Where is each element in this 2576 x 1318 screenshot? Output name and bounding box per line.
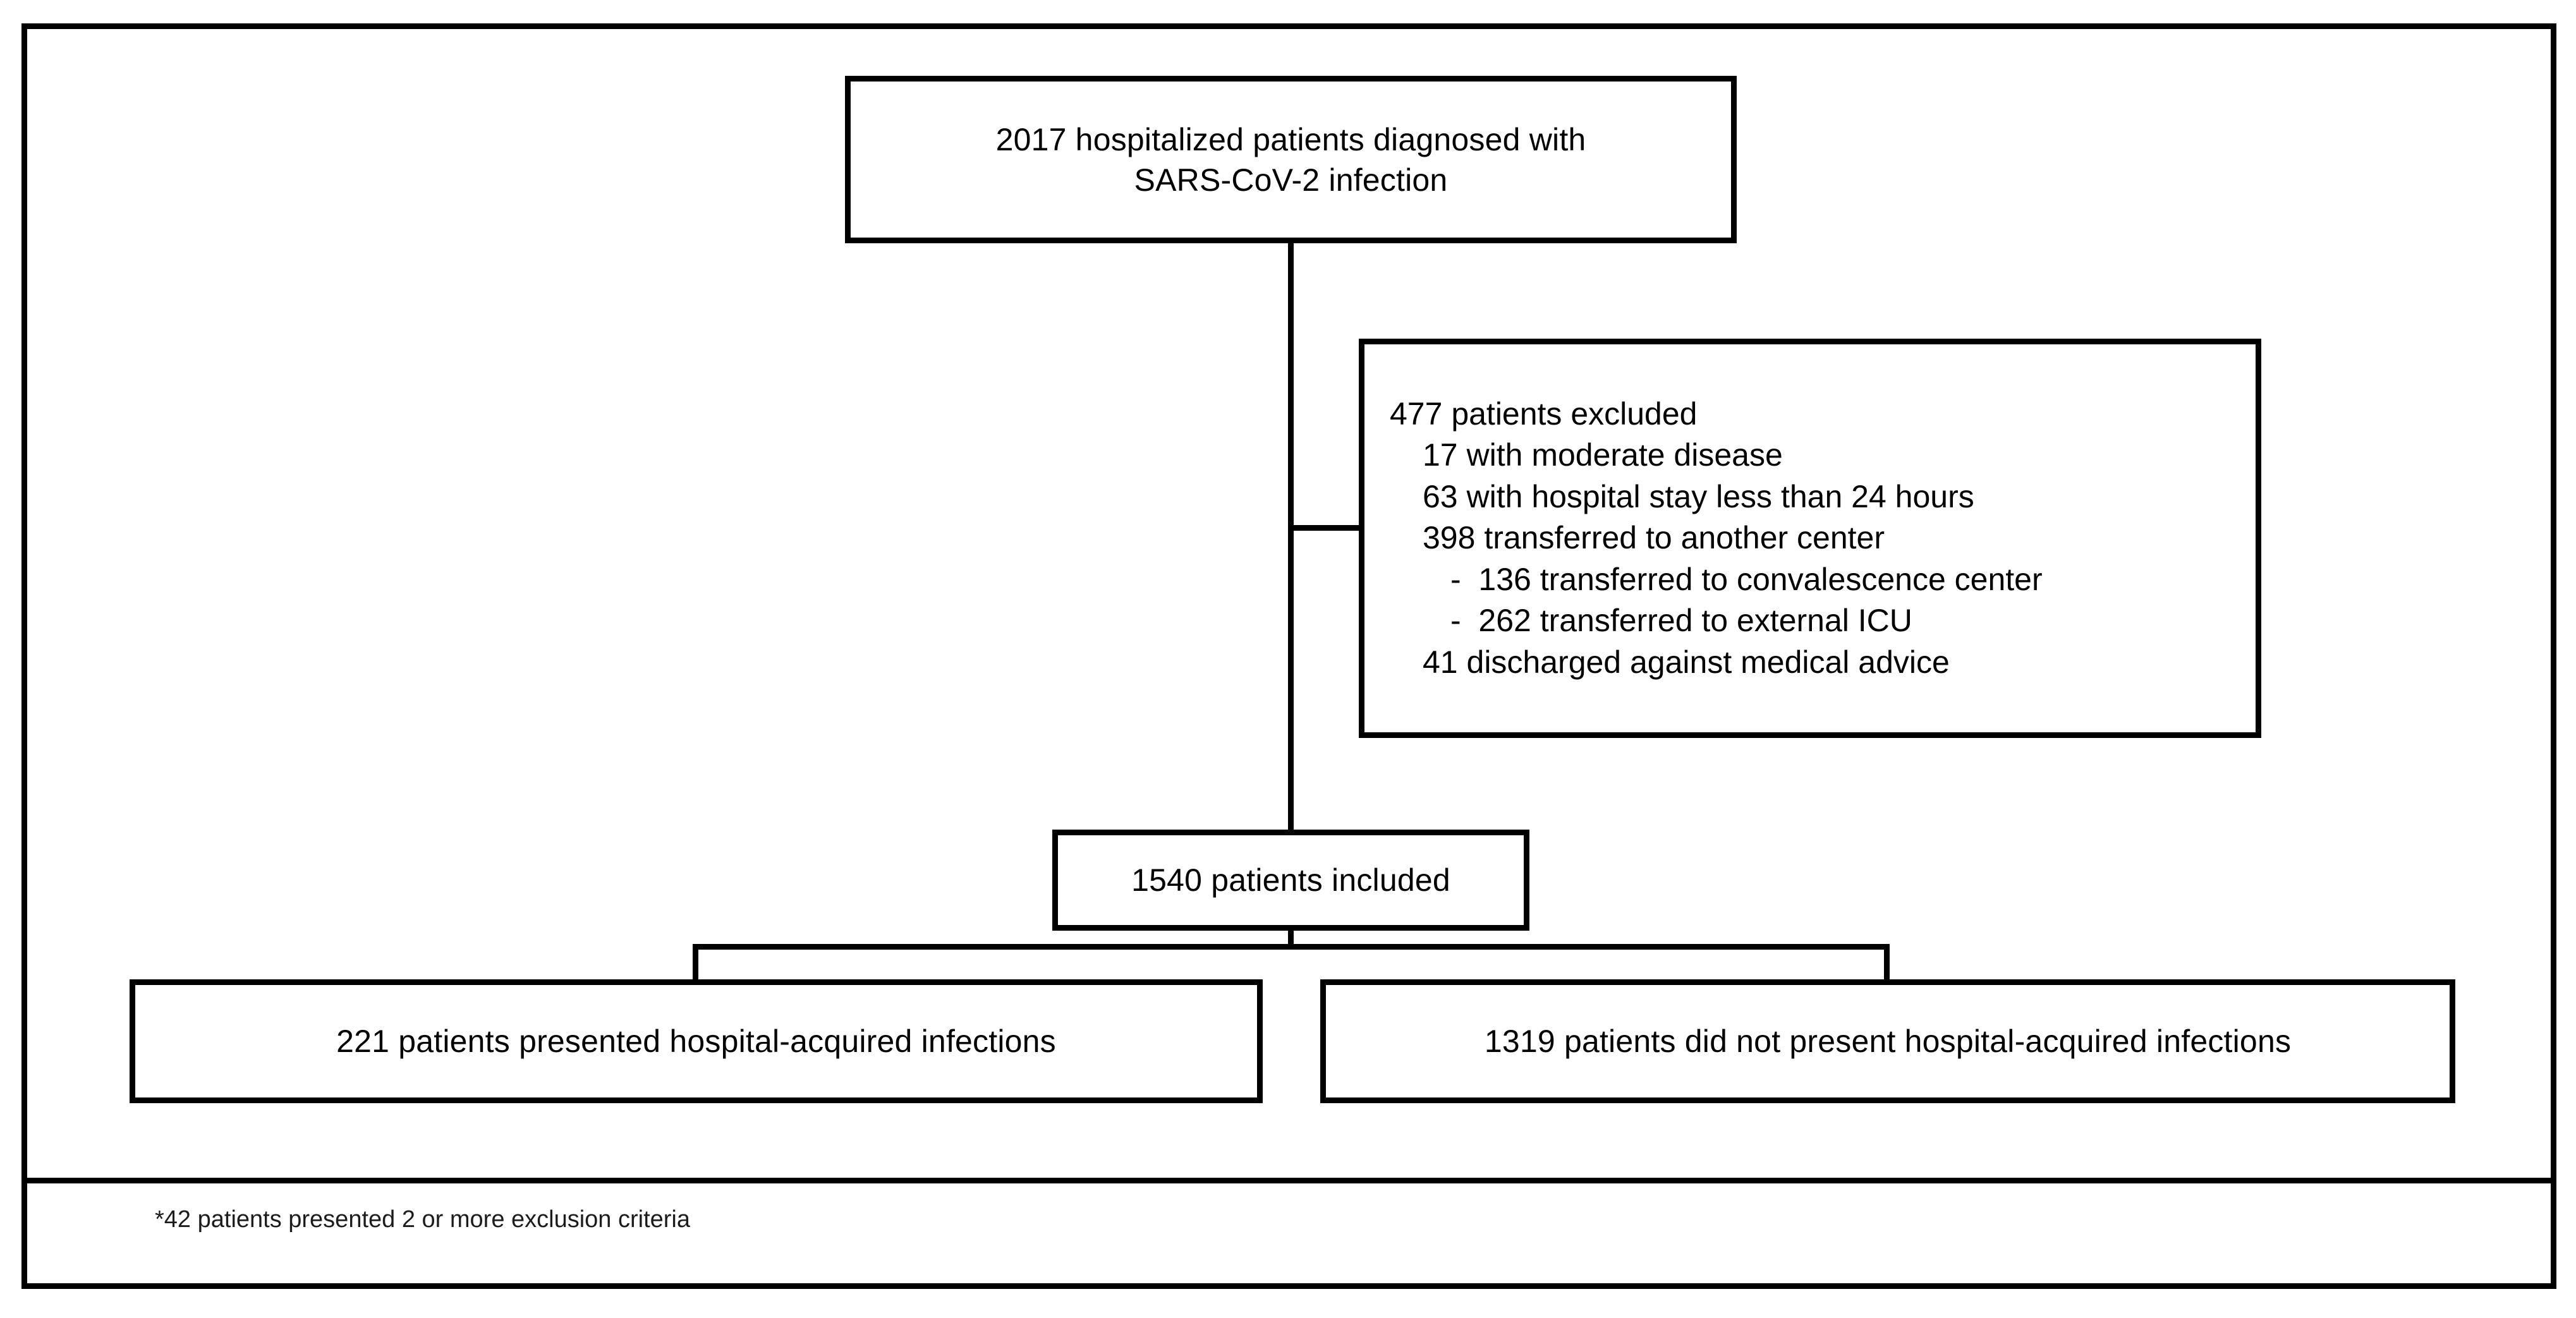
- excluded-item-transferred: 398 transferred to another center: [1423, 520, 1885, 556]
- excluded-heading: 477 patients excluded: [1390, 396, 1698, 432]
- excluded-reason-list: 477 patients excluded 17 with moderate d…: [1390, 394, 2243, 684]
- excluded-item-short-stay: 63 with hospital stay less than 24 hours: [1423, 478, 1974, 514]
- connector-split-right-drop: [1884, 944, 1890, 982]
- connector-trunk-to-excluded: [1293, 525, 1361, 531]
- excluded-item-discharged-against-advice: 41 discharged against medical advice: [1423, 644, 1950, 680]
- connector-included-to-split: [1288, 931, 1294, 950]
- connector-enrolled-to-included: [1288, 243, 1294, 831]
- excluded-item-transferred-external-icu: - 262 transferred to external ICU: [1450, 603, 1912, 639]
- node-hai-label: 221 patients presented hospital-acquired…: [336, 1024, 1056, 1059]
- node-included-label: 1540 patients included: [1131, 862, 1450, 898]
- figure-footnote: *42 patients presented 2 or more exclusi…: [155, 1206, 691, 1233]
- node-hospital-acquired-infections: 221 patients presented hospital-acquired…: [130, 979, 1263, 1103]
- node-no-hai-label: 1319 patients did not present hospital-a…: [1484, 1024, 2292, 1059]
- excluded-item-moderate-disease: 17 with moderate disease: [1423, 437, 1783, 473]
- excluded-item-transferred-convalescence: - 136 transferred to convalescence cente…: [1450, 561, 2043, 597]
- footnote-divider: [27, 1178, 2551, 1183]
- node-no-hospital-acquired-infections: 1319 patients did not present hospital-a…: [1320, 979, 2455, 1103]
- connector-split-bar: [693, 944, 1890, 950]
- node-included-patients: 1540 patients included: [1052, 830, 1529, 931]
- node-excluded-patients: 477 patients excluded 17 with moderate d…: [1359, 339, 2261, 738]
- connector-split-left-drop: [693, 944, 698, 982]
- node-enrolled-label: 2017 hospitalized patients diagnosed wit…: [995, 121, 1586, 198]
- node-enrolled-patients: 2017 hospitalized patients diagnosed wit…: [845, 76, 1737, 243]
